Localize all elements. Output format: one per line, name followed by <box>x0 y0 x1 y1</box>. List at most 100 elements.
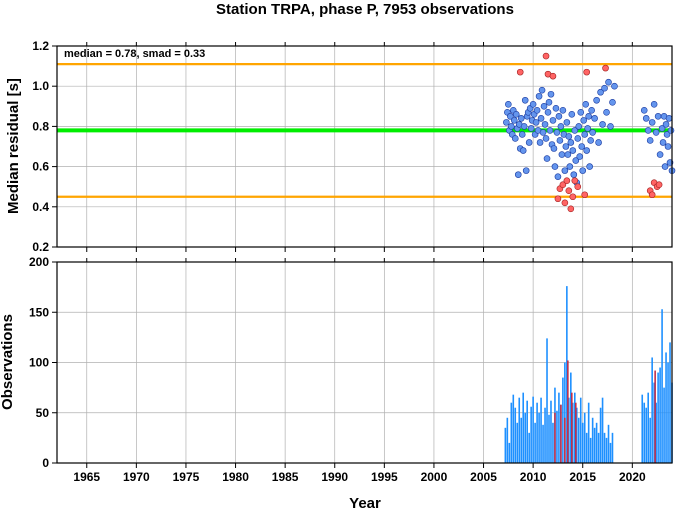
residual-point <box>553 129 561 136</box>
x-tick-label: 1985 <box>272 470 299 484</box>
observation-bar <box>544 407 546 463</box>
y-tick-label: 0.4 <box>32 200 49 214</box>
residual-point <box>525 139 533 146</box>
observation-bar <box>667 362 669 463</box>
observation-bar <box>607 424 610 463</box>
residual-point <box>519 147 527 154</box>
residual-point <box>597 88 604 96</box>
residual-point <box>522 167 530 174</box>
residual-point <box>532 119 540 126</box>
residual-point <box>577 109 585 116</box>
residual-point <box>572 157 580 164</box>
observation-bar <box>532 396 534 463</box>
observation-bar <box>520 417 523 463</box>
residual-plot-area <box>57 46 672 247</box>
observation-bar <box>669 342 671 463</box>
residual-point <box>558 151 566 158</box>
residual-point <box>581 191 589 199</box>
residual-point <box>559 181 567 188</box>
residual-point <box>662 121 670 128</box>
residual-point <box>549 72 557 80</box>
residual-point <box>512 111 520 118</box>
residual-point <box>529 100 537 108</box>
residual-point <box>507 113 514 120</box>
observation-bar <box>605 437 608 463</box>
residual-point <box>520 123 528 130</box>
observation-bar <box>534 422 536 463</box>
observation-bar <box>571 392 573 463</box>
residual-point <box>583 68 590 76</box>
observation-bar <box>595 422 598 463</box>
observations-y-label: Observations <box>0 314 16 410</box>
residual-point <box>591 115 598 122</box>
x-tick-label: 1970 <box>123 470 150 484</box>
observation-bar <box>587 402 590 463</box>
residual-point <box>561 167 569 174</box>
residual-point <box>555 113 563 120</box>
observation-bar <box>526 400 528 463</box>
residual-point <box>640 107 648 114</box>
residual-point <box>510 117 518 124</box>
observation-bar <box>585 432 588 463</box>
residual-point <box>575 123 583 130</box>
residual-point <box>503 119 510 126</box>
residual-point <box>546 127 554 134</box>
observation-bar <box>601 397 604 463</box>
observation-bar <box>570 372 572 463</box>
observation-bar <box>597 432 600 463</box>
residual-point <box>542 135 550 142</box>
observation-bar <box>510 402 513 463</box>
observation-bar <box>581 422 584 463</box>
residual-point <box>566 163 574 170</box>
residual-point <box>559 107 567 114</box>
residual-point <box>539 129 547 136</box>
observation-bar <box>536 402 538 463</box>
x-tick-label: 1965 <box>73 470 100 484</box>
observation-bar <box>649 417 651 463</box>
residual-point <box>589 129 596 136</box>
x-tick-label: 2010 <box>520 470 547 484</box>
residual-point <box>565 133 573 140</box>
observation-bar <box>583 412 586 463</box>
observation-bar <box>573 392 576 463</box>
residual-x-ticks <box>86 42 633 252</box>
residual-point <box>654 113 662 120</box>
observation-bar <box>516 422 519 463</box>
residual-point <box>587 137 594 144</box>
residual-point <box>556 137 564 144</box>
residual-point <box>551 163 559 170</box>
residual-point <box>543 155 551 162</box>
residual-point <box>655 181 663 188</box>
y-tick-label: 0.2 <box>32 240 49 254</box>
observation-bar <box>508 442 511 463</box>
residual-point <box>545 98 553 106</box>
residual-point <box>537 115 545 122</box>
residual-point <box>585 113 592 120</box>
observation-bar <box>542 424 544 463</box>
residual-point <box>611 82 618 90</box>
residual-point <box>542 52 550 60</box>
residual-point <box>656 151 664 158</box>
residual-point <box>571 177 579 184</box>
observation-bar <box>657 372 659 463</box>
residual-point <box>533 107 541 114</box>
residual-point <box>565 187 573 195</box>
residual-point <box>547 90 555 98</box>
observation-bar <box>512 394 515 463</box>
x-tick-label: 1980 <box>222 470 249 484</box>
residual-point <box>511 135 519 142</box>
residual-point <box>554 173 562 180</box>
y-tick-label: 200 <box>29 255 49 269</box>
observation-bar <box>562 377 564 463</box>
observation-bar <box>589 437 592 463</box>
residual-point <box>603 109 610 116</box>
observation-bar <box>548 414 550 463</box>
residual-point <box>609 98 616 106</box>
residual-point <box>650 100 658 108</box>
observation-bar <box>564 362 566 463</box>
x-tick-label: 1995 <box>371 470 398 484</box>
observation-bar <box>653 382 655 463</box>
residual-point <box>648 191 656 199</box>
residual-point <box>557 123 565 130</box>
